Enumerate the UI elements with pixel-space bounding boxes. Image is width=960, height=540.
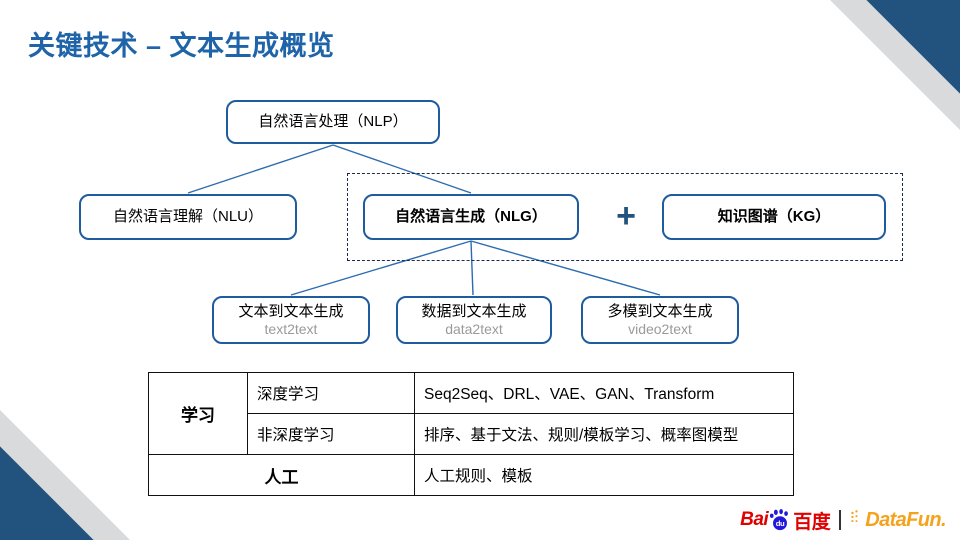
node-data2text[interactable]: 数据到文本生成 data2text [396,296,552,344]
datafun-wordmark: DataFun. [865,508,946,531]
table-row: 人工 人工规则、模板 [148,454,794,496]
table-cell-sub-deep-learning: 深度学习 [247,372,415,414]
baidu-latin-text: Bai [740,509,769,530]
connector-nlp-nlg [332,144,472,194]
technology-table: 学习 深度学习 Seq2Seq、DRL、VAE、GAN、Transform 非深… [148,372,794,496]
nlg-kg-group-box [347,173,903,261]
table-cell-value-deep-learning: Seq2Seq、DRL、VAE、GAN、Transform [414,372,794,414]
node-video2text[interactable]: 多模到文本生成 video2text [581,296,739,344]
node-nlg-label: 自然语言生成（NLG） [395,208,547,226]
node-video2text-label: 多模到文本生成 [607,302,713,320]
table-cell-value-manual: 人工规则、模板 [414,454,794,496]
node-text2text-sublabel: text2text [264,321,318,338]
table-cell-sub-non-deep-learning: 非深度学习 [247,413,415,455]
connector-nlg-v2t [470,240,661,296]
table-cell-category-learning: 学习 [148,372,248,455]
node-nlp-label: 自然语言处理（NLP） [258,113,408,131]
baidu-paw-icon: du [769,509,791,531]
node-video2text-sublabel: video2text [628,321,692,338]
baidu-logo: Bai du 百度 [740,507,831,534]
logo-divider [839,510,842,530]
datafun-logo: DataFun. [850,508,947,532]
baidu-chinese-text: 百度 [793,511,831,533]
node-data2text-label: 数据到文本生成 [421,302,527,320]
page-title: 关键技术 – 文本生成概览 [28,31,335,61]
connector-nlp-nlu [187,144,334,194]
connector-nlg-d2t [470,240,474,296]
node-text2text[interactable]: 文本到文本生成 text2text [212,296,370,344]
node-nlp[interactable]: 自然语言处理（NLP） [226,100,440,144]
node-nlu-label: 自然语言理解（NLU） [112,208,263,226]
table-cell-category-manual: 人工 [148,454,415,496]
table-row: 非深度学习 排序、基于文法、规则/模板学习、概率图模型 [149,413,794,455]
plus-icon: + [616,197,636,235]
node-text2text-label: 文本到文本生成 [238,302,344,320]
table-cell-value-non-deep-learning: 排序、基于文法、规则/模板学习、概率图模型 [414,413,794,455]
table-row: 学习 深度学习 Seq2Seq、DRL、VAE、GAN、Transform [148,372,794,455]
connector-nlg-t2t [290,240,472,296]
datafun-dots-icon [850,508,863,532]
logo-bar: Bai du 百度 [740,506,946,534]
node-kg[interactable]: 知识图谱（KG） [662,194,886,240]
node-nlg[interactable]: 自然语言生成（NLG） [363,194,579,240]
node-nlu[interactable]: 自然语言理解（NLU） [79,194,297,240]
node-kg-label: 知识图谱（KG） [717,208,831,226]
svg-text:du: du [776,519,785,528]
node-data2text-sublabel: data2text [445,321,503,338]
